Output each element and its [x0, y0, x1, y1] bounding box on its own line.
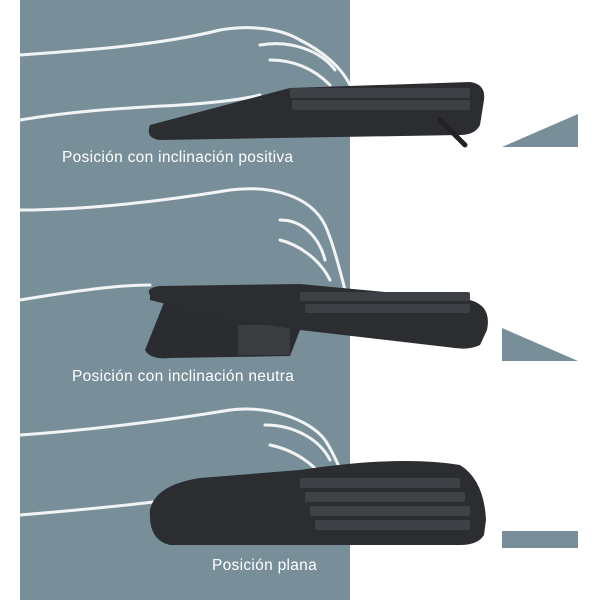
neutral-tilt-icon: [502, 328, 578, 361]
flat-icon: [502, 531, 578, 548]
label-positive-tilt: Posición con inclinación positiva: [62, 149, 294, 166]
hand-outline-2: [18, 187, 347, 302]
keyboard-positive-tilt: [148, 82, 485, 148]
keyboard-flat: [149, 461, 487, 545]
hand-outline-1: [18, 26, 352, 122]
keyboard-neutral-tilt: [145, 284, 488, 359]
label-flat: Posición plana: [212, 557, 318, 574]
positive-tilt-icon: [502, 114, 578, 147]
label-neutral-tilt: Posición con inclinación neutra: [72, 368, 295, 385]
